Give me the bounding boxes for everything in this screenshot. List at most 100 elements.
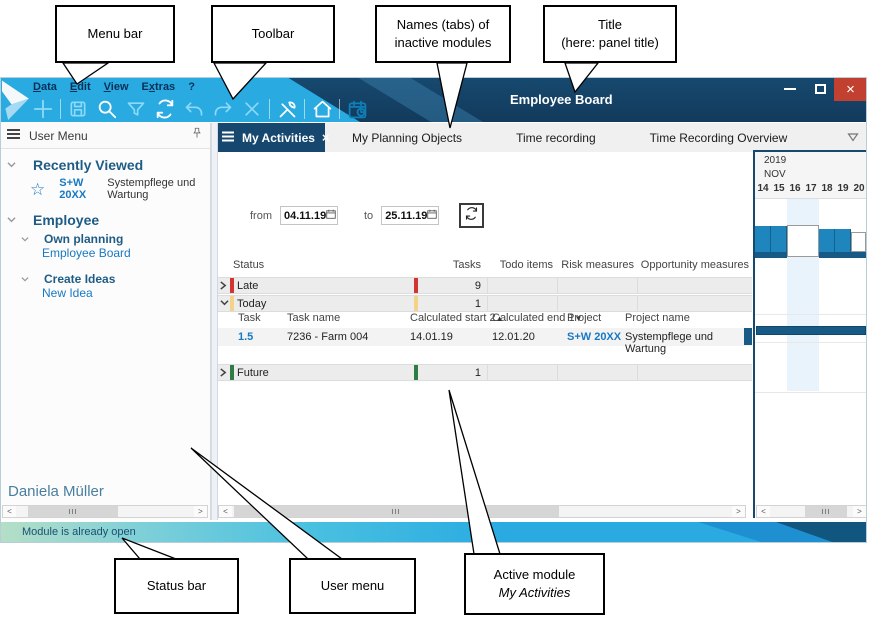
gantt-year: 2019 (764, 155, 787, 166)
chevron-down-icon[interactable] (6, 211, 17, 229)
tab-time-recording[interactable]: Time recording (516, 130, 596, 145)
col-calculated-end[interactable]: Calculated end 1▼ (492, 312, 583, 324)
new-idea-link[interactable]: New Idea (42, 286, 93, 300)
from-date-input[interactable]: 04.11.19 (280, 206, 338, 225)
refresh-icon[interactable] (153, 97, 177, 121)
minimize-button[interactable] (776, 77, 804, 101)
tab-list-dropdown[interactable] (847, 123, 867, 152)
menu-item-extras[interactable]: Extras (141, 81, 176, 93)
menu-item-edit[interactable]: Edit (69, 81, 91, 93)
capacity-empty-day20 (851, 232, 866, 252)
add-icon[interactable] (31, 97, 55, 121)
favorite-code[interactable]: S+W 20XX (59, 177, 87, 201)
chevron-down-icon[interactable] (20, 230, 30, 248)
delete-icon[interactable] (240, 97, 264, 121)
filter-icon[interactable] (124, 97, 148, 121)
section-create-ideas: Create Ideas (20, 270, 115, 288)
group-row-today[interactable]: Today 1 (218, 295, 752, 312)
group-row-late[interactable]: Late 9 (218, 277, 752, 294)
own-planning-label[interactable]: Own planning (44, 232, 124, 246)
chevron-down-icon (847, 129, 859, 147)
scrollbar-thumb[interactable] (234, 506, 559, 517)
undo-icon[interactable] (182, 97, 206, 121)
status-table-header: Status Tasks Todo items Risk measures Op… (218, 259, 752, 275)
hamburger-icon[interactable] (6, 127, 21, 145)
star-icon[interactable]: ☆ (30, 179, 46, 199)
save-icon[interactable] (66, 97, 90, 121)
group-task-count: 1 (474, 298, 481, 310)
col-calculated-start[interactable]: Calculated start 2▲ (410, 312, 504, 324)
from-label: from (250, 209, 272, 222)
scrollbar-thumb[interactable] (805, 506, 847, 517)
chevron-right-icon[interactable]: > (853, 506, 866, 517)
tools-icon[interactable] (275, 97, 299, 121)
toolbar-separator (269, 99, 270, 119)
capacity-bar-day18 (819, 229, 835, 252)
calculated-end: 12.01.20 (492, 331, 535, 343)
group-task-count: 1 (474, 367, 481, 379)
menu-item-view[interactable]: View (103, 81, 129, 93)
col-todo-items: Todo items (499, 259, 553, 271)
my-activities-module: from 04.11.19 to 25.11.19 Status Tasks T… (218, 152, 752, 518)
tab-my-planning-objects[interactable]: My Planning Objects (352, 130, 463, 145)
col-tasks: Tasks (452, 259, 481, 271)
favorite-item[interactable]: ☆ S+W 20XX Systempflege und Wartung (30, 177, 210, 201)
group-task-count: 9 (474, 280, 481, 292)
panel-splitter[interactable] (211, 123, 218, 520)
callout-title: Title (here: panel title) (543, 5, 677, 63)
redo-icon[interactable] (211, 97, 235, 121)
capacity-bar-day14 (755, 226, 771, 252)
create-ideas-label[interactable]: Create Ideas (44, 272, 116, 286)
tab-menu-icon[interactable] (221, 129, 235, 147)
user-menu-header: User Menu (0, 123, 210, 149)
menu-item-data[interactable]: Data (33, 81, 57, 93)
sort-desc-icon: ▼ (574, 314, 583, 323)
chevron-right-icon[interactable]: > (194, 506, 207, 517)
search-icon[interactable] (95, 97, 119, 121)
tab-my-activities-active[interactable]: My Activities × (213, 123, 330, 152)
task-row[interactable]: 1.5 7236 - Farm 004 14.01.19 12.01.20 S+… (218, 328, 752, 355)
project-name: Systempflege und Wartung (625, 331, 714, 355)
chevron-left-icon[interactable]: < (3, 506, 16, 517)
tab-close-icon[interactable]: × (321, 130, 330, 145)
calendar-icon[interactable] (427, 209, 438, 222)
recently-viewed-label[interactable]: Recently Viewed (33, 157, 144, 173)
tab-time-recording-overview[interactable]: Time Recording Overview (649, 130, 788, 145)
date-filter-row: from 04.11.19 to 25.11.19 (250, 203, 485, 228)
chevron-down-icon[interactable] (6, 156, 17, 174)
current-user-name: Daniela Müller (8, 483, 104, 500)
project-link[interactable]: S+W 20XX (567, 331, 622, 343)
maximize-button[interactable] (806, 77, 834, 101)
main-horizontal-scrollbar[interactable]: < > (218, 505, 746, 518)
collapse-icon[interactable] (219, 298, 231, 310)
sidebar-horizontal-scrollbar[interactable]: < > (2, 505, 208, 518)
col-project-name: Project name (625, 312, 690, 324)
employee-board-link[interactable]: Employee Board (42, 246, 131, 260)
group-label: Today (237, 298, 267, 310)
chevron-left-icon[interactable]: < (219, 506, 232, 517)
to-date-input[interactable]: 25.11.19 (381, 206, 440, 225)
expand-icon[interactable] (219, 367, 231, 381)
calendar-icon[interactable] (326, 209, 336, 222)
col-risk-measures: Risk measures (561, 259, 634, 271)
menu-item-help[interactable]: ? (188, 81, 195, 93)
planning-calendar-icon[interactable] (345, 97, 369, 121)
pin-icon[interactable] (190, 126, 204, 146)
chevron-down-icon[interactable] (20, 270, 30, 288)
close-button[interactable]: × (834, 77, 867, 101)
gantt-horizontal-scrollbar[interactable]: < > (756, 505, 867, 518)
employee-label[interactable]: Employee (33, 212, 100, 228)
future-indicator (230, 365, 234, 380)
chevron-right-icon[interactable]: > (732, 506, 745, 517)
group-row-future[interactable]: Future 1 (218, 364, 752, 381)
today-indicator (230, 296, 234, 311)
home-icon[interactable] (310, 97, 334, 121)
scrollbar-thumb[interactable] (28, 506, 118, 517)
expand-icon[interactable] (219, 280, 231, 294)
refresh-button[interactable] (459, 203, 485, 228)
task-id-link[interactable]: 1.5 (238, 331, 254, 343)
chevron-left-icon[interactable]: < (757, 506, 770, 517)
group-label: Future (237, 367, 269, 379)
